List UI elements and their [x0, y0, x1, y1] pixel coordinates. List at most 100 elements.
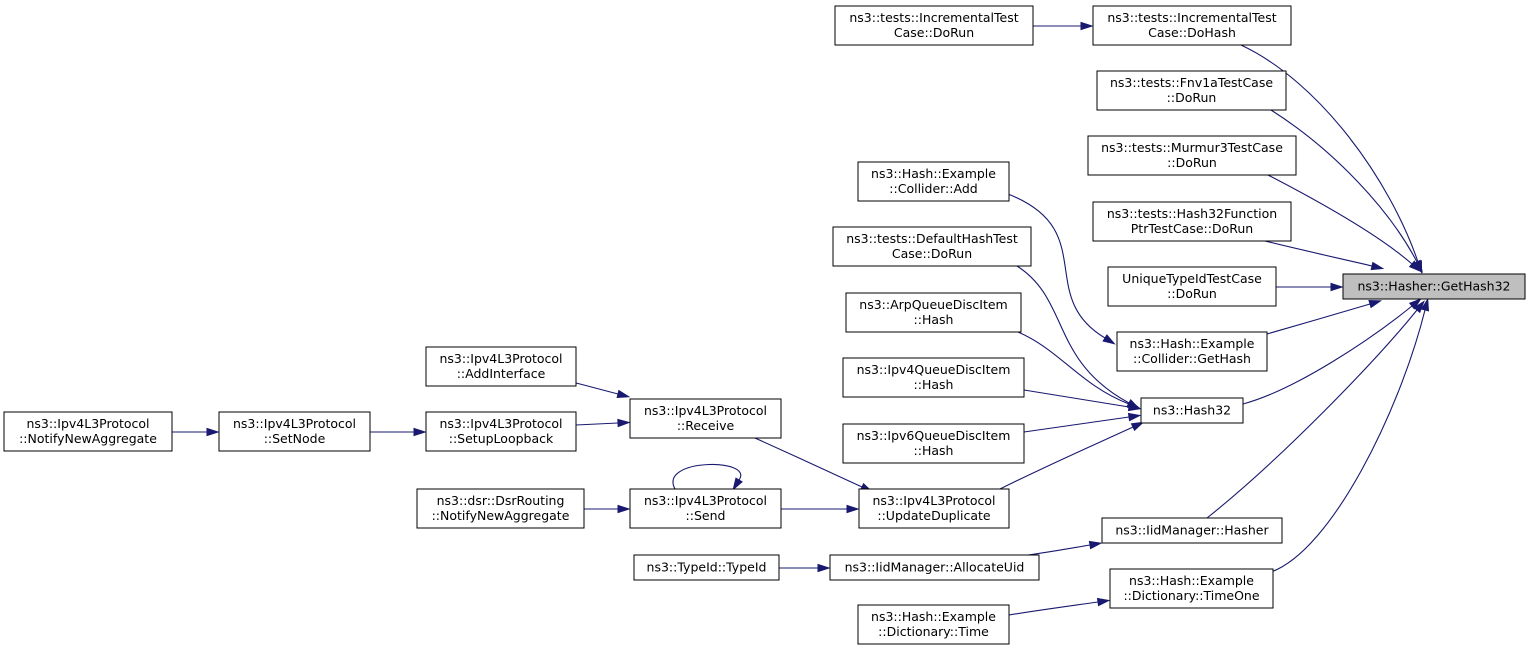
- node-label: ns3::Ipv4L3Protocol: [233, 416, 356, 431]
- call-graph-edges: [172, 21, 1430, 616]
- arrowhead-icon: [1127, 402, 1142, 412]
- node-label: ns3::Ipv4QueueDiscItem: [857, 362, 1011, 377]
- arrowhead-icon: [1130, 421, 1145, 432]
- edge-updatedup-to-hash32: [999, 421, 1145, 490]
- node-receive[interactable]: ns3::Ipv4L3Protocol::Receive: [629, 398, 782, 439]
- node-dict_timeone[interactable]: ns3::Hash::Example::Dictionary::TimeOne: [1109, 568, 1274, 609]
- edge-collider_gethash-to-gethash32: [1266, 300, 1383, 335]
- arrowhead-icon: [1102, 334, 1116, 345]
- edge-hash32-to-gethash32: [1242, 298, 1422, 405]
- node-ipv6qdi[interactable]: ns3::Ipv6QueueDiscItem::Hash: [842, 423, 1025, 464]
- edge-hash32fp-to-gethash32: [1264, 240, 1385, 271]
- node-arpqdi[interactable]: ns3::ArpQueueDiscItem::Hash: [845, 292, 1022, 333]
- arrowhead-icon: [617, 418, 631, 428]
- edge-line: [1008, 601, 1099, 616]
- node-iid_hasher[interactable]: ns3::IidManager::Hasher: [1101, 517, 1283, 544]
- node-label: ::DoRun: [1167, 90, 1217, 105]
- arrowhead-icon: [1080, 21, 1094, 31]
- node-send[interactable]: ns3::Ipv4L3Protocol::Send: [629, 488, 782, 529]
- node-label: ::AddInterface: [457, 366, 546, 381]
- node-box: [1342, 273, 1526, 300]
- node-label: ns3::IidManager::AllocateUid: [845, 560, 1025, 575]
- node-box: [858, 488, 1010, 529]
- node-label: ns3::IidManager::Hasher: [1115, 523, 1269, 538]
- edge-line: [1007, 193, 1106, 339]
- node-updatedup[interactable]: ns3::Ipv4L3Protocol::UpdateDuplicate: [858, 488, 1010, 529]
- node-hash32[interactable]: ns3::Hash32: [1140, 397, 1244, 424]
- edge-setuploopback-to-receive: [575, 418, 631, 428]
- node-label: ::Hash: [914, 312, 954, 327]
- arrowhead-icon: [413, 427, 427, 437]
- edge-dsr-to-send: [584, 504, 631, 514]
- node-label: ns3::Hash32: [1153, 403, 1231, 418]
- node-label: ns3::Ipv4L3Protocol: [644, 493, 767, 508]
- edge-addinterface-to-receive: [575, 382, 631, 399]
- node-box: [1101, 517, 1283, 544]
- node-box: [1092, 201, 1292, 242]
- node-dsr[interactable]: ns3::dsr::DsrRouting::NotifyNewAggregate: [416, 488, 585, 529]
- edge-line: [575, 382, 619, 395]
- edge-inc_dorun-to-inc_dohash: [1033, 21, 1094, 31]
- node-label: ns3::tests::IncrementalTest: [1107, 10, 1276, 25]
- node-label: Case::DoRun: [894, 25, 974, 40]
- node-ipv4qdi[interactable]: ns3::Ipv4QueueDiscItem::Hash: [842, 357, 1025, 398]
- node-box: [629, 488, 782, 529]
- edge-line: [1264, 240, 1373, 267]
- edge-dict_timeone-to-gethash32: [1270, 297, 1430, 573]
- arrowhead-icon: [1088, 540, 1103, 550]
- node-label: ::Send: [686, 508, 726, 523]
- node-collider_add[interactable]: ns3::Hash::Example::Collider::Add: [857, 161, 1010, 202]
- edge-line: [999, 426, 1134, 490]
- node-label: ns3::tests::Hash32Function: [1107, 206, 1277, 221]
- edge-ipv6qdi-to-hash32: [1023, 412, 1142, 433]
- node-uniquetypeid[interactable]: UniqueTypeIdTestCase::DoRun: [1107, 266, 1277, 307]
- arrowhead-icon: [1420, 297, 1430, 312]
- node-label: ::Hash: [914, 377, 954, 392]
- node-addinterface[interactable]: ns3::Ipv4L3Protocol::AddInterface: [425, 346, 577, 387]
- node-gethash32[interactable]: ns3::Hasher::GetHash32: [1342, 273, 1526, 300]
- edge-line: [1266, 303, 1371, 335]
- node-label: ns3::Hash::Example: [1129, 573, 1254, 588]
- edge-collider_add-to-collider_gethash: [1007, 193, 1116, 345]
- node-setuploopback[interactable]: ns3::Ipv4L3Protocol::SetupLoopback: [425, 411, 577, 452]
- node-dict_time[interactable]: ns3::Hash::Example::Dictionary::Time: [857, 604, 1010, 645]
- edge-line: [1016, 265, 1130, 404]
- arrowhead-icon: [846, 504, 860, 514]
- node-box: [1087, 135, 1297, 176]
- node-box: [629, 398, 782, 439]
- arrowhead-icon: [732, 477, 743, 491]
- node-collider_gethash[interactable]: ns3::Hash::Example::Collider::GetHash: [1116, 331, 1268, 372]
- arrowhead-icon: [1127, 412, 1142, 422]
- node-label: ns3::tests::Fnv1aTestCase: [1110, 75, 1273, 90]
- node-label: ns3::tests::IncrementalTest: [849, 10, 1018, 25]
- node-label: ns3::Hash::Example: [871, 609, 996, 624]
- node-box: [834, 5, 1034, 46]
- node-murmur3[interactable]: ns3::tests::Murmur3TestCase::DoRun: [1087, 135, 1297, 176]
- arrowhead-icon: [1408, 260, 1422, 273]
- node-typeid[interactable]: ns3::TypeId::TypeId: [633, 554, 780, 581]
- node-box: [416, 488, 585, 529]
- edge-line: [672, 463, 742, 490]
- edge-line: [1267, 174, 1413, 265]
- node-label: ns3::Hash::Example: [871, 166, 996, 181]
- node-label: ::Dictionary::TimeOne: [1123, 588, 1259, 603]
- node-hash32fp[interactable]: ns3::tests::Hash32FunctionPtrTestCase::D…: [1092, 201, 1292, 242]
- node-box: [829, 554, 1040, 581]
- edge-uniquetypeid-to-gethash32: [1276, 282, 1344, 292]
- edge-dict_time-to-dict_timeone: [1008, 597, 1111, 616]
- edge-send-to-send: [672, 463, 743, 491]
- node-fnv1a[interactable]: ns3::tests::Fnv1aTestCase::DoRun: [1096, 70, 1287, 111]
- node-setnode[interactable]: ns3::Ipv4L3Protocol::SetNode: [218, 411, 371, 452]
- node-box: [1140, 397, 1244, 424]
- edge-line: [1206, 309, 1418, 519]
- node-label: ns3::Hash::Example: [1130, 336, 1255, 351]
- node-label: ns3::Ipv6QueueDiscItem: [857, 428, 1011, 443]
- edge-ipv4qdi-to-hash32: [1023, 389, 1142, 412]
- edge-iid_allocate-to-iid_hasher: [1027, 540, 1103, 556]
- node-iid_allocate[interactable]: ns3::IidManager::AllocateUid: [829, 554, 1040, 581]
- node-notifynewagg[interactable]: ns3::Ipv4L3Protocol::NotifyNewAggregate: [3, 411, 173, 452]
- node-label: UniqueTypeIdTestCase: [1122, 271, 1262, 286]
